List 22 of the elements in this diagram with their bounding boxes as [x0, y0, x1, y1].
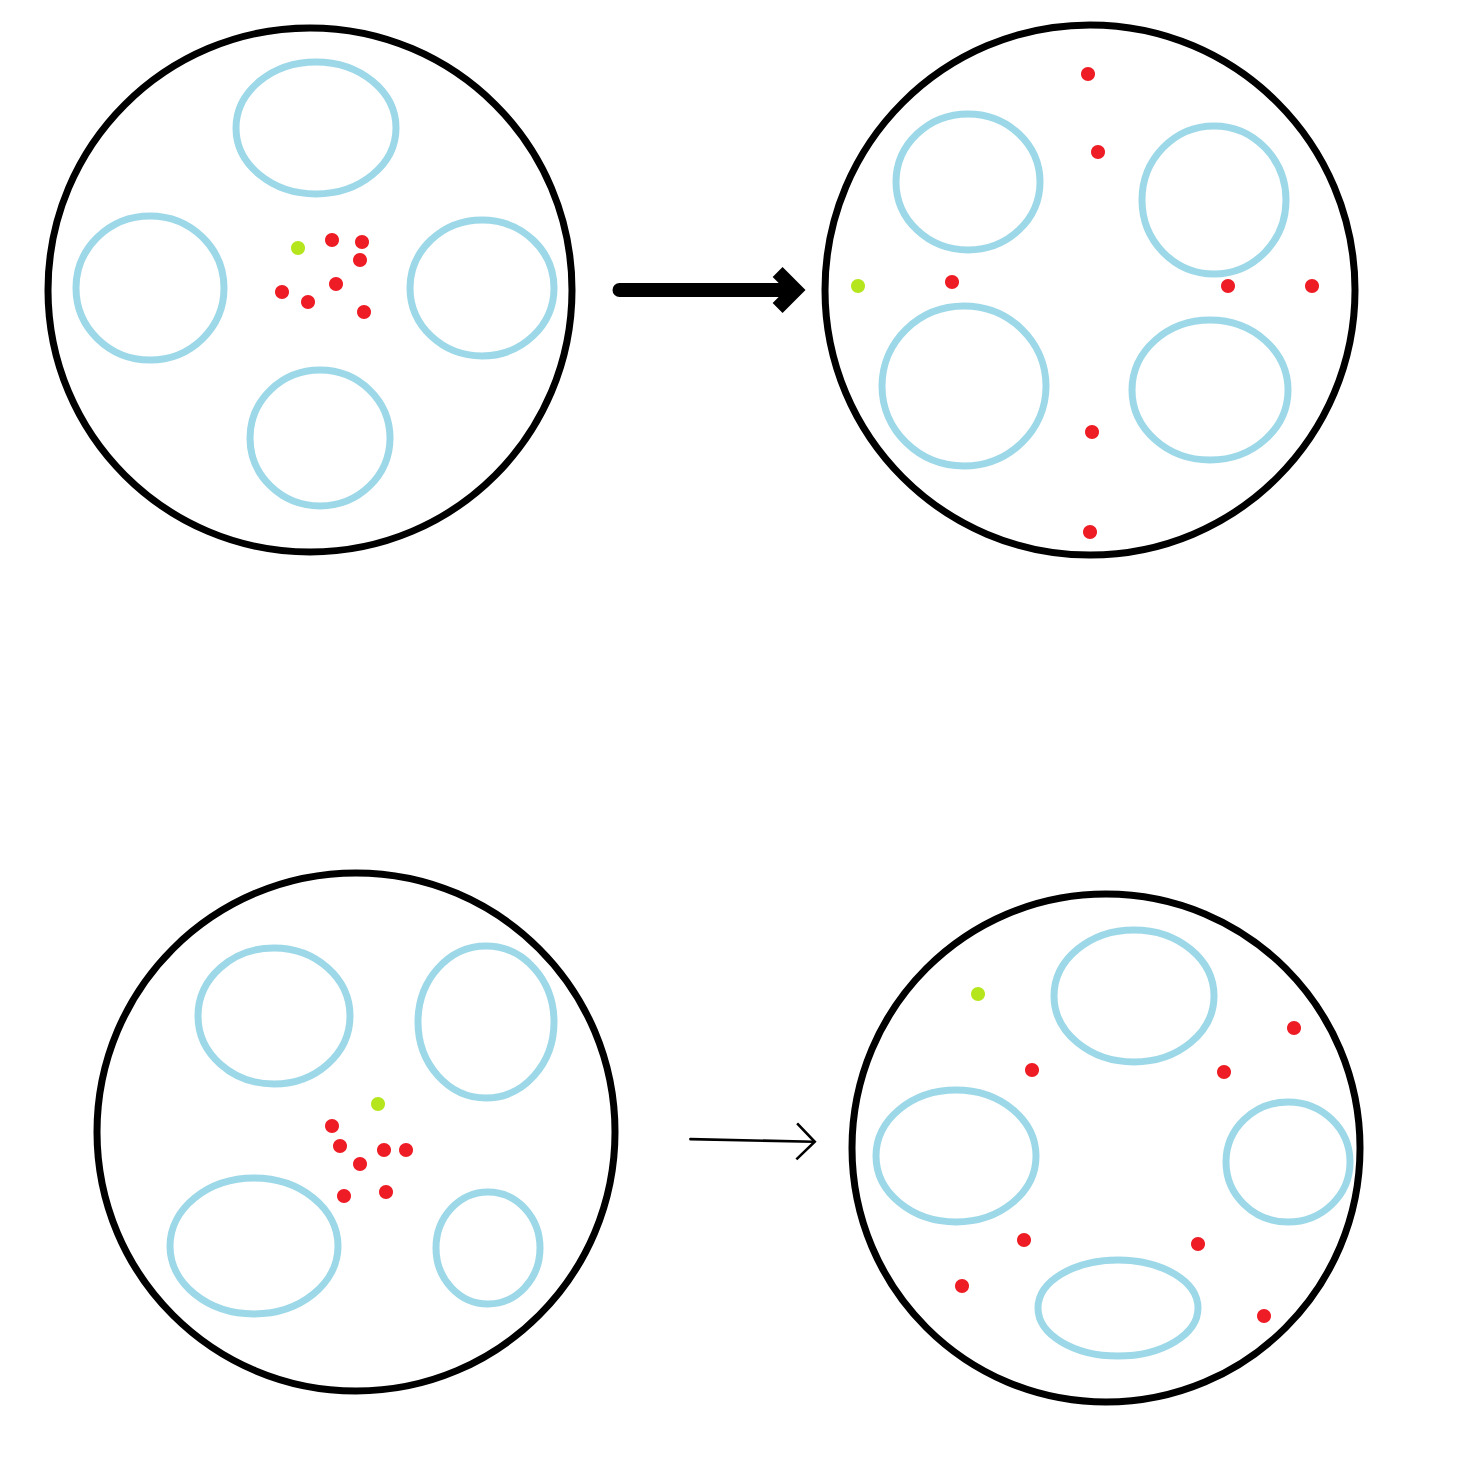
oval	[414, 942, 558, 1102]
oval	[194, 944, 354, 1088]
oval	[1050, 926, 1218, 1066]
large-circle	[821, 21, 1359, 559]
oval	[246, 366, 394, 510]
oval	[1138, 122, 1290, 278]
oval	[892, 110, 1044, 254]
large-circle	[44, 24, 576, 556]
oval	[878, 302, 1050, 470]
large-circle	[848, 890, 1364, 1406]
oval	[432, 1188, 544, 1308]
arrow	[689, 1122, 817, 1161]
oval	[406, 216, 558, 360]
oval	[166, 1174, 342, 1318]
arrow	[612, 267, 806, 313]
oval	[1222, 1098, 1354, 1226]
large-circle	[93, 869, 619, 1395]
oval	[872, 1086, 1040, 1226]
oval	[72, 212, 228, 364]
oval	[1128, 316, 1292, 464]
oval	[1034, 1256, 1202, 1360]
oval	[232, 58, 400, 198]
